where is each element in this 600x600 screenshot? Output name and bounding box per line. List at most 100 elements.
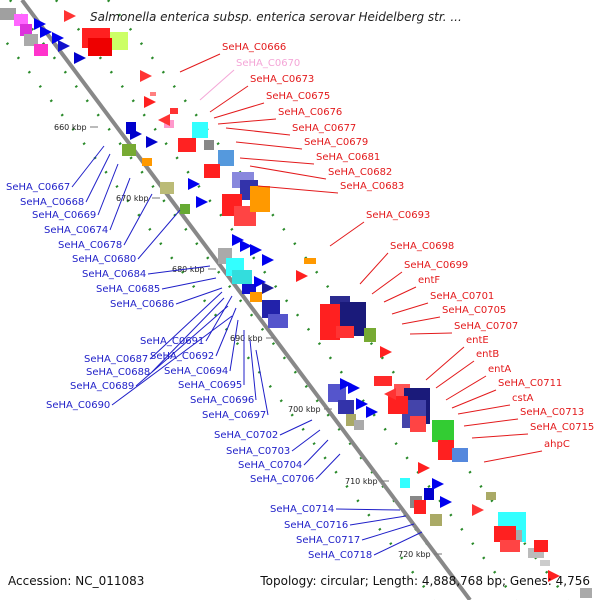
gene-arrow-19 (356, 398, 368, 410)
plus-label-leader (359, 252, 389, 285)
minus-label-leader (149, 291, 223, 360)
gene-arrow-24 (254, 276, 266, 288)
minus-label-leader (291, 429, 321, 452)
plus-label-leader (383, 286, 417, 303)
gene-arrow-13 (232, 234, 244, 246)
minus-strand-gene-label: SeHA_C0695 (178, 380, 242, 391)
minus-strand-gene-label: SeHA_C0689 (70, 381, 134, 392)
gene-arrow-26 (418, 462, 430, 474)
gene-block-25 (160, 182, 174, 194)
gene-block-small (304, 258, 316, 264)
gene-block-60 (400, 478, 410, 488)
plus-strand-gene-label: SeHA_C0707 (454, 321, 518, 332)
minus-label-leader (135, 305, 229, 387)
minus-label-leader (137, 209, 181, 260)
plus-strand-gene-label: SeHA_C0676 (278, 107, 342, 118)
plus-label-leader (409, 332, 453, 335)
minus-label-leader (361, 523, 415, 541)
gene-block-33 (268, 314, 288, 328)
plus-label-leader (217, 118, 277, 125)
minus-label-leader (279, 419, 313, 436)
scale-tick-label: 680 kbp (172, 265, 205, 274)
plus-label-leader (435, 360, 475, 389)
gene-block-44 (410, 416, 426, 432)
minus-strand-gene-label: SeHA_C0686 (110, 299, 174, 310)
plus-label-leader (225, 127, 291, 136)
gene-block-57 (338, 400, 354, 414)
gene-arrow-23 (296, 270, 308, 282)
gene-block-39 (374, 376, 392, 386)
gene-arrow-20 (366, 406, 378, 418)
plus-strand-gene-label: SeHA_C0715 (530, 422, 594, 433)
gene-block-4 (34, 44, 48, 56)
plus-strand-gene-label: entF (418, 275, 440, 286)
gene-block-14 (204, 140, 214, 150)
plus-strand-gene-label: SeHA_C0699 (404, 260, 468, 271)
minus-strand-gene-label: SeHA_C0696 (190, 395, 254, 406)
plus-strand-gene-label: SeHA_C0698 (390, 241, 454, 252)
gene-arrow-3 (58, 40, 70, 52)
minus-strand-gene-label: SeHA_C0718 (308, 550, 372, 561)
plus-label-leader (371, 271, 403, 295)
gene-block-62 (424, 488, 434, 500)
gene-arrow-6 (140, 70, 152, 82)
gene-block-36 (320, 304, 340, 340)
gene-block-8 (88, 38, 112, 56)
scale-tick-label: 710 kbp (345, 477, 378, 486)
minus-strand-gene-label: SeHA_C0684 (82, 269, 146, 280)
minus-strand-gene-label: SeHA_C0692 (150, 351, 214, 362)
gene-block-32 (262, 300, 280, 318)
gene-block-21 (250, 186, 270, 212)
plus-label-leader (239, 157, 315, 165)
scale-tick-label: 660 kbp (54, 123, 87, 132)
plus-label-leader (235, 141, 303, 150)
gene-block-1 (14, 14, 28, 26)
minus-strand-gene-label: SeHA_C0667 (6, 182, 70, 193)
plus-label-leader (391, 302, 429, 315)
gene-block-59 (354, 420, 364, 430)
minus-label-leader (349, 515, 407, 526)
plus-strand-gene-label: SeHA_C0666 (222, 42, 286, 53)
topology-label: Topology: circular; Length: 4,888,768 bp… (260, 574, 590, 588)
minus-strand-gene-label: SeHA_C0668 (20, 197, 84, 208)
minus-strand-gene-label: SeHA_C0716 (284, 520, 348, 531)
gene-block-29 (232, 270, 252, 284)
gene-arrow-5 (64, 10, 76, 22)
plus-strand-gene-label: SeHA_C0681 (316, 152, 380, 163)
minus-strand-gene-label: SeHA_C0697 (202, 410, 266, 421)
minus-strand-gene-label: SeHA_C0706 (250, 474, 314, 485)
plus-label-leader (329, 221, 365, 247)
plus-strand-gene-label: entA (488, 364, 511, 375)
minus-label-leader (147, 265, 211, 275)
minus-label-leader (215, 307, 237, 357)
gene-block-30 (242, 284, 256, 294)
gene-arrow-25 (262, 282, 274, 294)
minus-label-leader (71, 145, 105, 188)
gene-block-22 (126, 122, 136, 134)
gene-block-24 (142, 158, 152, 166)
plus-strand-gene-label: SeHA_C0713 (520, 407, 584, 418)
gene-block-26 (180, 204, 190, 214)
gene-block-11 (170, 108, 178, 114)
plus-strand-gene-label: SeHA_C0677 (292, 123, 356, 134)
gene-block-48 (486, 492, 496, 500)
minus-strand-gene-label: SeHA_C0688 (86, 367, 150, 378)
minus-label-leader (161, 277, 217, 290)
gene-block-46 (438, 440, 454, 460)
minus-label-leader (97, 163, 119, 216)
backbone-line (20, 0, 472, 600)
gene-block-0 (0, 8, 16, 20)
plus-strand-gene-label: entE (466, 335, 489, 346)
gene-arrow-11 (188, 178, 200, 190)
gene-arrow-1 (40, 26, 52, 38)
gene-block-64 (430, 514, 442, 526)
plus-label-leader (401, 316, 441, 325)
gene-arrow-30 (548, 570, 560, 582)
scale-tick-label: 700 kbp (288, 405, 321, 414)
plus-strand-gene-label: entB (476, 349, 499, 360)
gene-arrow-12 (196, 196, 208, 208)
gene-block-15 (218, 150, 234, 166)
gene-arrow-22 (384, 388, 396, 400)
plus-label-leader (199, 69, 235, 101)
